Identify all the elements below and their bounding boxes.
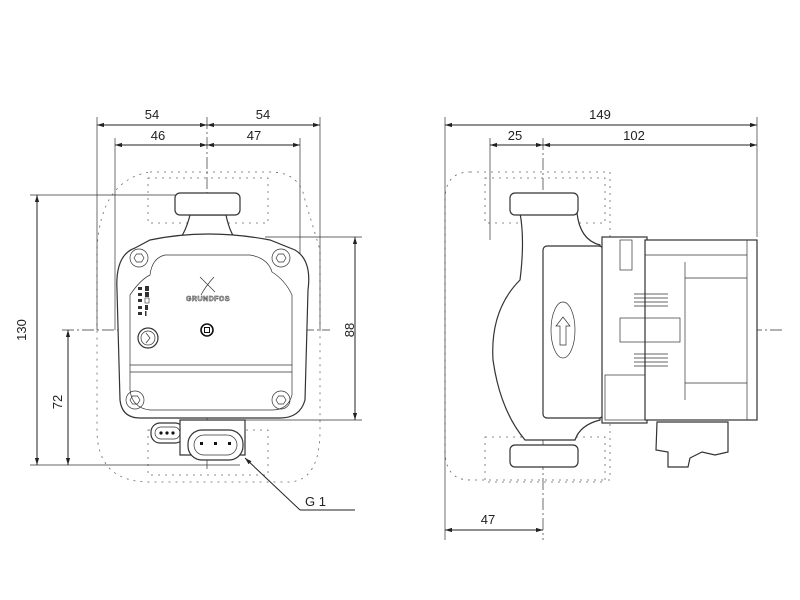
front-envelope-bottom bbox=[147, 429, 269, 476]
signal-connector bbox=[150, 422, 185, 444]
mode-button[interactable] bbox=[137, 327, 159, 349]
inlet-pipe-top bbox=[174, 192, 241, 216]
logo-text: GRUNDFOS bbox=[186, 296, 230, 303]
dim-front-left-46: 46 bbox=[151, 128, 165, 143]
front-view: 54 54 46 47 130 72 88 GRUNDFOS bbox=[14, 107, 362, 511]
side-view: 149 25 102 47 bbox=[444, 107, 785, 540]
bolt-icon bbox=[271, 390, 291, 410]
dim-motor-102: 102 bbox=[623, 128, 645, 143]
bolt-icon bbox=[125, 390, 145, 410]
pump-housing bbox=[116, 233, 310, 419]
thread-label-g1: G 1 bbox=[305, 494, 326, 509]
speed-indicator-icons bbox=[138, 286, 150, 316]
dim-height-72: 72 bbox=[50, 395, 65, 409]
dim-front-left-54: 54 bbox=[145, 107, 159, 122]
shaft bbox=[619, 317, 681, 343]
power-connector bbox=[179, 419, 246, 461]
dim-bottom-47: 47 bbox=[481, 512, 495, 527]
flow-direction-arrow-icon bbox=[550, 301, 576, 359]
inlet-flange bbox=[509, 192, 579, 216]
outlet-flange bbox=[509, 444, 579, 468]
bolt-icon bbox=[129, 248, 149, 268]
dim-height-88: 88 bbox=[342, 323, 357, 337]
grundfos-logo: GRUNDFOS bbox=[186, 276, 230, 303]
dim-offset-25: 25 bbox=[508, 128, 522, 143]
vent-screw-icon bbox=[200, 323, 214, 337]
bolt-icon bbox=[271, 248, 291, 268]
dim-length-149: 149 bbox=[589, 107, 611, 122]
cooling-fins bbox=[634, 293, 668, 367]
dim-front-right-47: 47 bbox=[247, 128, 261, 143]
motor-housing bbox=[644, 239, 758, 421]
dim-height-130: 130 bbox=[14, 319, 29, 341]
side-connector bbox=[655, 421, 729, 468]
motor-flange bbox=[601, 236, 648, 424]
dim-front-right-54: 54 bbox=[256, 107, 270, 122]
